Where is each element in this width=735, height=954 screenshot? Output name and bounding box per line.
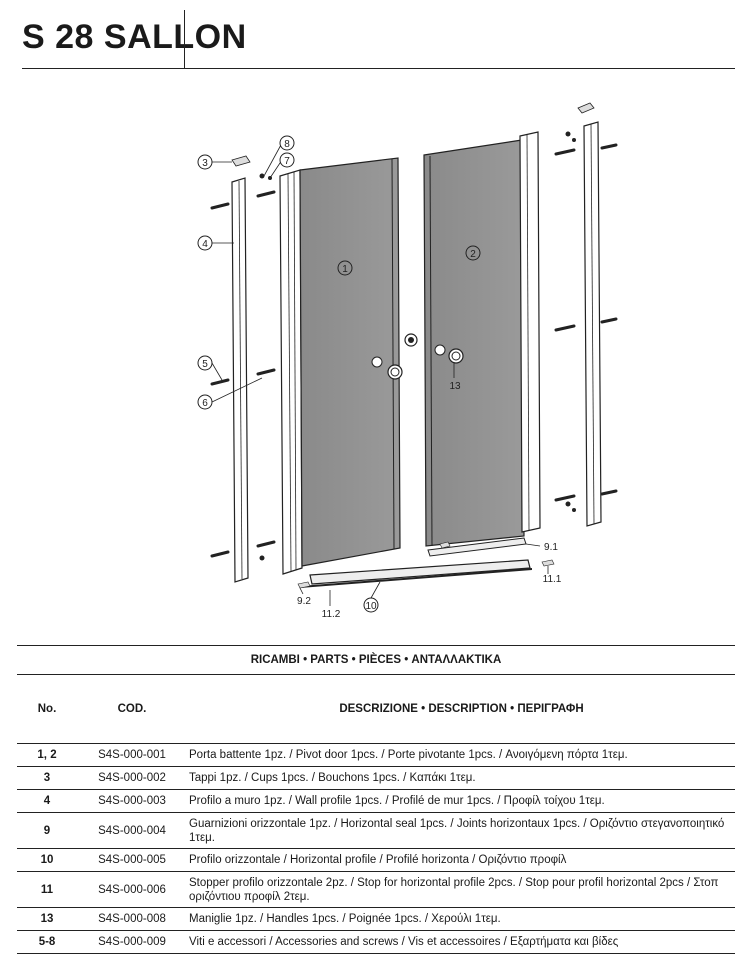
parts-banner-row: RICAMBI • PARTS • PIÈCES • ΑΝΤΑΛΛΑΚΤΙΚΑ xyxy=(17,645,735,675)
right-door-profile xyxy=(519,131,541,533)
table-row: 13 S4S-000-008 Maniglie 1pz. / Handles 1… xyxy=(17,907,735,931)
exploded-diagram: 1 2 xyxy=(197,102,618,620)
table-row: 4 S4S-000-003 Profilo a muro 1pz. / Wall… xyxy=(17,789,735,813)
callout-13: 13 xyxy=(449,381,461,392)
row-cod: S4S-000-002 xyxy=(77,766,187,790)
left-wall-profile xyxy=(231,177,249,583)
row-cod: S4S-000-006 xyxy=(77,871,187,908)
table-row: 1, 2 S4S-000-001 Porta battente 1pz. / P… xyxy=(17,743,735,767)
callout-6: 6 xyxy=(202,398,208,409)
row-no: 9 xyxy=(17,812,77,849)
parts-banner: RICAMBI • PARTS • PIÈCES • ΑΝΤΑΛΛΑΚΤΙΚΑ xyxy=(17,645,735,675)
left-door-profile xyxy=(279,169,303,575)
row-cod: S4S-000-008 xyxy=(77,907,187,931)
callout-1: 1 xyxy=(342,264,348,275)
callout-11-1: 11.1 xyxy=(543,574,562,585)
row-no: 1, 2 xyxy=(17,743,77,767)
row-no: 13 xyxy=(17,907,77,931)
row-cod: S4S-000-003 xyxy=(77,789,187,813)
col-header-desc: DESCRIZIONE • DESCRIPTION • ΠΕΡΙΓΡΑΦΗ xyxy=(187,674,735,744)
callout-circles xyxy=(197,135,379,613)
row-desc: Maniglie 1pz. / Handles 1pcs. / Poignée … xyxy=(187,907,735,931)
table-row: 10 S4S-000-005 Profilo orizzontale / Hor… xyxy=(17,848,735,872)
row-no: 3 xyxy=(17,766,77,790)
callout-2: 2 xyxy=(470,249,476,260)
row-desc: Viti e accessori / Accessories and screw… xyxy=(187,930,735,954)
screw-heads xyxy=(259,131,576,561)
col-header-no: No. xyxy=(17,674,77,744)
row-desc: Guarnizioni orizzontale 1pz. / Horizonta… xyxy=(187,812,735,849)
callout-3: 3 xyxy=(202,158,208,169)
col-header-cod: COD. xyxy=(77,674,187,744)
row-no: 5-8 xyxy=(17,930,77,954)
callout-7: 7 xyxy=(284,156,290,167)
title-rule xyxy=(22,68,735,69)
callout-8: 8 xyxy=(284,139,290,150)
callout-9-1: 9.1 xyxy=(544,542,558,553)
right-wall-profile xyxy=(577,102,602,527)
row-cod: S4S-000-005 xyxy=(77,848,187,872)
wall-screws xyxy=(210,143,618,558)
cap-part xyxy=(231,155,251,167)
callout-5: 5 xyxy=(202,359,208,370)
parts-table: RICAMBI • PARTS • PIÈCES • ΑΝΤΑΛΛΑΚΤΙΚΑ … xyxy=(17,645,735,954)
row-no: 4 xyxy=(17,789,77,813)
row-cod: S4S-000-004 xyxy=(77,812,187,849)
row-no: 11 xyxy=(17,871,77,908)
callout-10: 10 xyxy=(365,601,377,612)
handle-left xyxy=(371,356,403,380)
row-cod: S4S-000-001 xyxy=(77,743,187,767)
row-desc: Profilo a muro 1pz. / Wall profile 1pcs.… xyxy=(187,789,735,813)
table-row: 3 S4S-000-002 Tappi 1pz. / Cups 1pcs. / … xyxy=(17,766,735,790)
handle-right xyxy=(404,333,464,364)
row-desc: Tappi 1pz. / Cups 1pcs. / Bouchons 1pcs.… xyxy=(187,766,735,790)
table-row: 11 S4S-000-006 Stopper profilo orizzonta… xyxy=(17,871,735,908)
row-desc: Porta battente 1pz. / Pivot door 1pcs. /… xyxy=(187,743,735,767)
table-row: 9 S4S-000-004 Guarnizioni orizzontale 1p… xyxy=(17,812,735,849)
parts-header-row: No. COD. DESCRIZIONE • DESCRIPTION • ΠΕΡ… xyxy=(17,674,735,744)
left-door-panel: 1 xyxy=(299,157,401,567)
right-door-panel: 2 xyxy=(423,139,525,547)
callout-leaders xyxy=(211,142,549,606)
row-desc: Stopper profilo orizzontale 2pz. / Stop … xyxy=(187,871,735,908)
page-title: S 28 SALLON xyxy=(22,18,247,56)
row-desc: Profilo orizzontale / Horizontal profile… xyxy=(187,848,735,872)
row-cod: S4S-000-009 xyxy=(77,930,187,954)
row-no: 10 xyxy=(17,848,77,872)
callout-9-2: 9.2 xyxy=(297,596,311,607)
table-row: 5-8 S4S-000-009 Viti e accessori / Acces… xyxy=(17,930,735,954)
callout-11-2: 11.2 xyxy=(322,609,341,620)
callout-4: 4 xyxy=(202,239,208,250)
title-divider xyxy=(184,10,185,68)
